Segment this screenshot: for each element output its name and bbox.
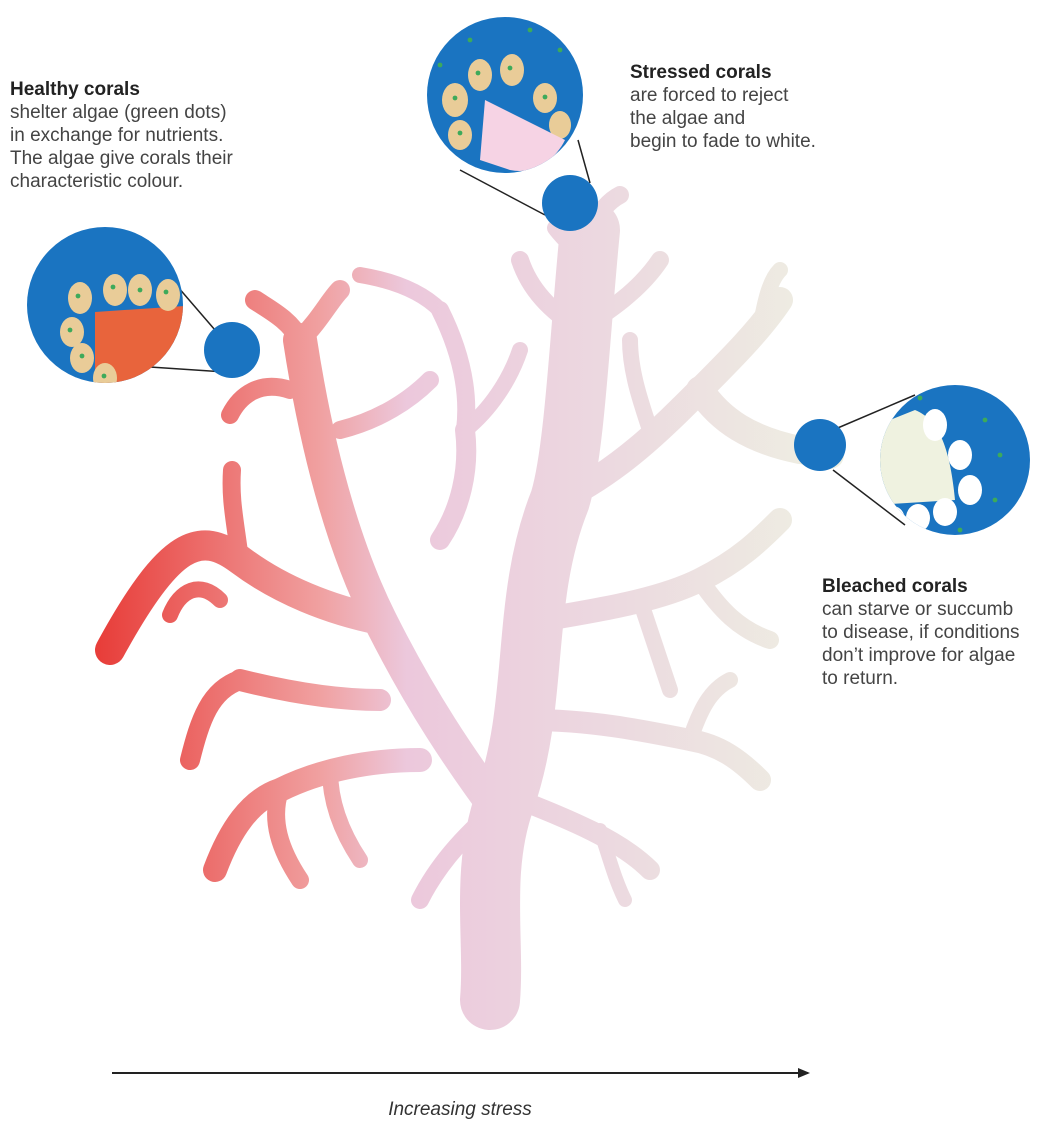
healthy-corals-line: in exchange for nutrients.	[10, 124, 280, 147]
bleached-corals-title: Bleached corals	[822, 575, 1046, 598]
healthy-corals-title: Healthy corals	[10, 78, 280, 101]
stressed-corals-line: are forced to reject	[630, 84, 890, 107]
bleached-corals-line: can starve or succumb	[822, 598, 1046, 621]
healthy-corals-line: The algae give corals their	[10, 147, 280, 170]
stress-axis-label: Increasing stress	[360, 1099, 560, 1121]
bleached-corals-line: don’t improve for algae	[822, 644, 1046, 667]
stressed-corals-caption: Stressed corals are forced to reject the…	[630, 61, 890, 153]
stressed-corals-line: the algae and	[630, 107, 890, 130]
stressed-corals-title: Stressed corals	[630, 61, 890, 84]
bleached-corals-line: to return.	[822, 667, 1046, 690]
healthy-coral-zoom	[27, 227, 260, 393]
healthy-corals-line: characteristic colour.	[10, 170, 280, 193]
coral-tree	[110, 195, 830, 1000]
stressed-coral-zoom	[427, 17, 598, 231]
bleached-corals-caption: Bleached corals can starve or succumb to…	[822, 575, 1046, 690]
stressed-corals-line: begin to fade to white.	[630, 130, 890, 153]
healthy-corals-line: shelter algae (green dots)	[10, 101, 280, 124]
bleached-corals-line: to disease, if conditions	[822, 621, 1046, 644]
healthy-corals-caption: Healthy corals shelter algae (green dots…	[10, 78, 280, 193]
bleached-coral-zoom	[794, 385, 1030, 535]
